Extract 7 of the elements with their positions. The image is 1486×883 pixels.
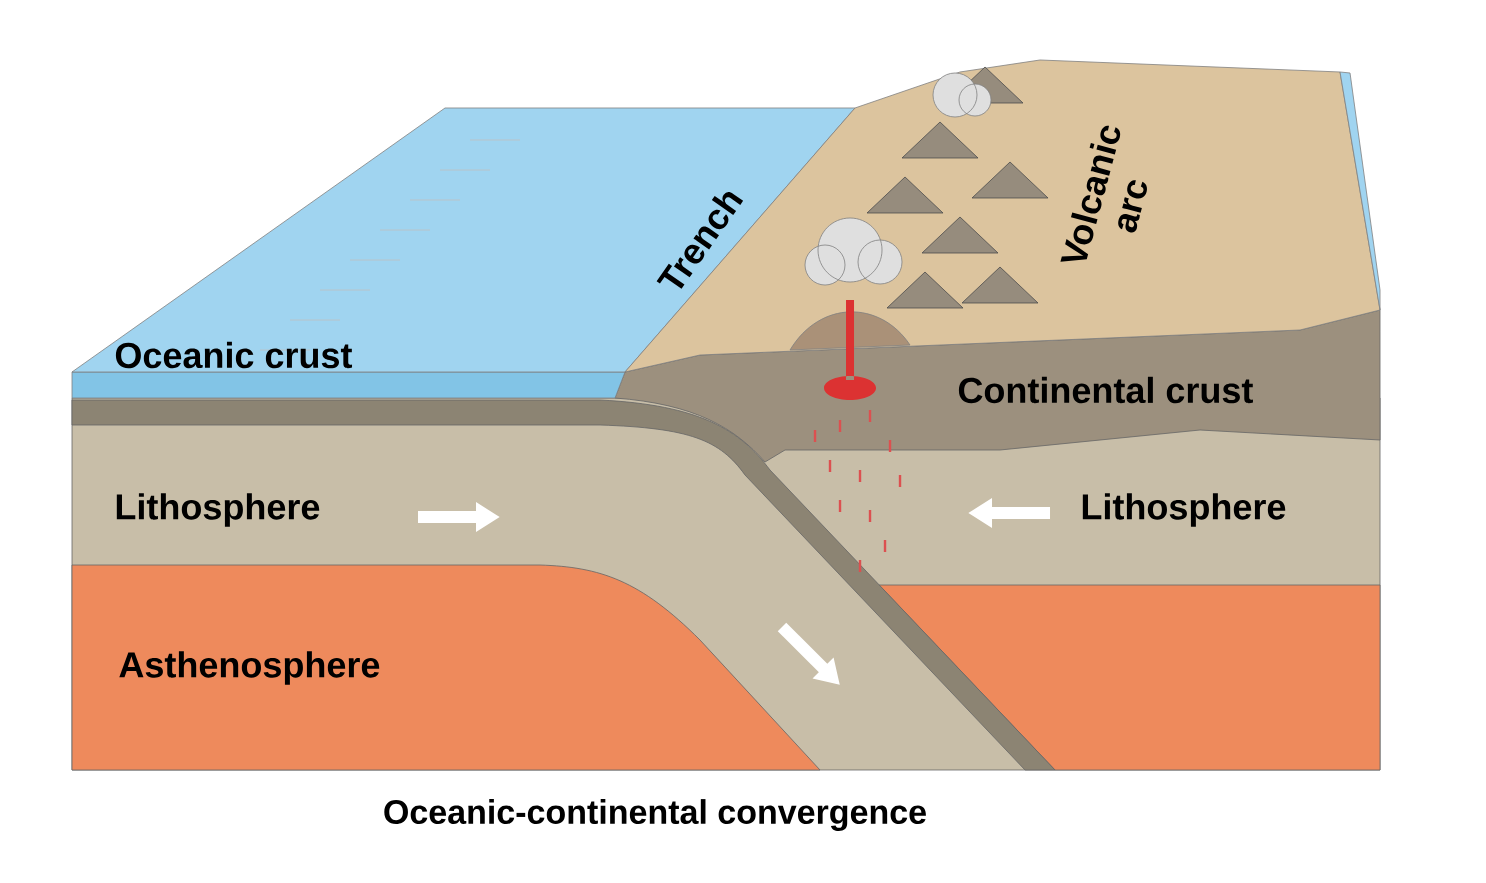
layer-label: Lithosphere (1082, 493, 1286, 527)
caption: Oceanic-continental convergence (384, 799, 926, 831)
layer-label: Lithosphere (116, 493, 320, 527)
layer-label: Oceanic crust (115, 341, 353, 369)
layer-label: Volcanic arc (1060, 125, 1147, 262)
layer-label: Continental crust (958, 376, 1253, 404)
layer-label: Asthenosphere (119, 651, 380, 685)
